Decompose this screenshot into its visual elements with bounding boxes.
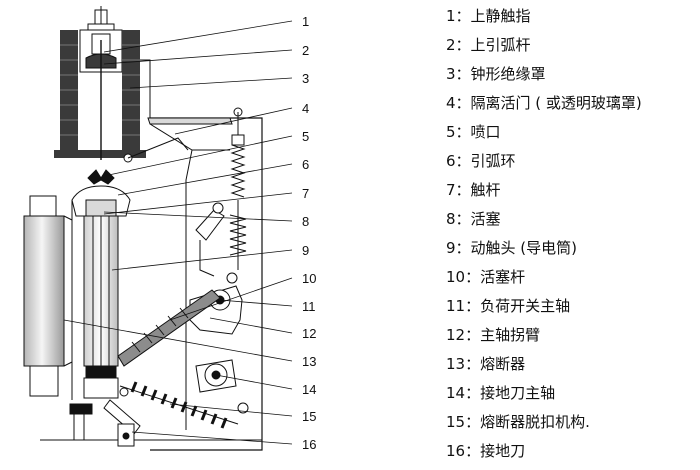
callout-number-4: 4	[302, 101, 309, 116]
callout-number-1: 1	[302, 14, 309, 29]
callout-number-14: 14	[302, 382, 316, 397]
callout-number-7: 7	[302, 186, 309, 201]
callout-number-8: 8	[302, 214, 309, 229]
callout-number-15: 15	[302, 409, 316, 424]
callout-number-6: 6	[302, 157, 309, 172]
legend: 1：上静触指 2：上引弧杆 3：钟形绝缘罩 4：隔离活门 ( 或透明玻璃罩) 5：喷口 6…	[446, 6, 696, 470]
callout-number-9: 9	[302, 243, 309, 258]
leader-lines	[63, 20, 293, 445]
legend-item-1: 1：上静触指	[446, 7, 531, 25]
legend-item-9: 9：动触头 (导电筒)	[446, 239, 578, 257]
legend-item-15: 15：熔断器脱扣机构.	[446, 413, 590, 431]
legend-item-4: 4：隔离活门 ( 或透明玻璃罩)	[446, 94, 642, 112]
legend-item-6: 6：引弧环	[446, 152, 516, 170]
legend-item-11: 11：负荷开关主轴	[446, 297, 571, 315]
legend-item-12: 12：主轴拐臂	[446, 326, 541, 344]
legend-item-10: 10：活塞杆	[446, 268, 526, 286]
mechanism-drawing	[23, 6, 263, 451]
legend-item-2: 2：上引弧杆	[446, 36, 531, 54]
legend-item-14: 14：接地刀主轴	[446, 384, 556, 402]
legend-item-7: 7：触杆	[446, 181, 501, 199]
callout-number-16: 16	[302, 437, 316, 452]
legend-item-13: 13：熔断器	[446, 355, 526, 373]
callout-number-12: 12	[302, 326, 316, 341]
legend-item-3: 3：钟形绝缘罩	[446, 65, 546, 83]
callout-number-10: 10	[302, 271, 316, 286]
callout-number-13: 13	[302, 354, 316, 369]
legend-item-8: 8：活塞	[446, 210, 501, 228]
callout-number-2: 2	[302, 43, 309, 58]
callout-number-3: 3	[302, 71, 309, 86]
legend-item-5: 5：喷口	[446, 123, 501, 141]
callout-number-5: 5	[302, 129, 309, 144]
callout-number-11: 11	[302, 299, 316, 314]
legend-item-16: 16：接地刀	[446, 442, 526, 460]
